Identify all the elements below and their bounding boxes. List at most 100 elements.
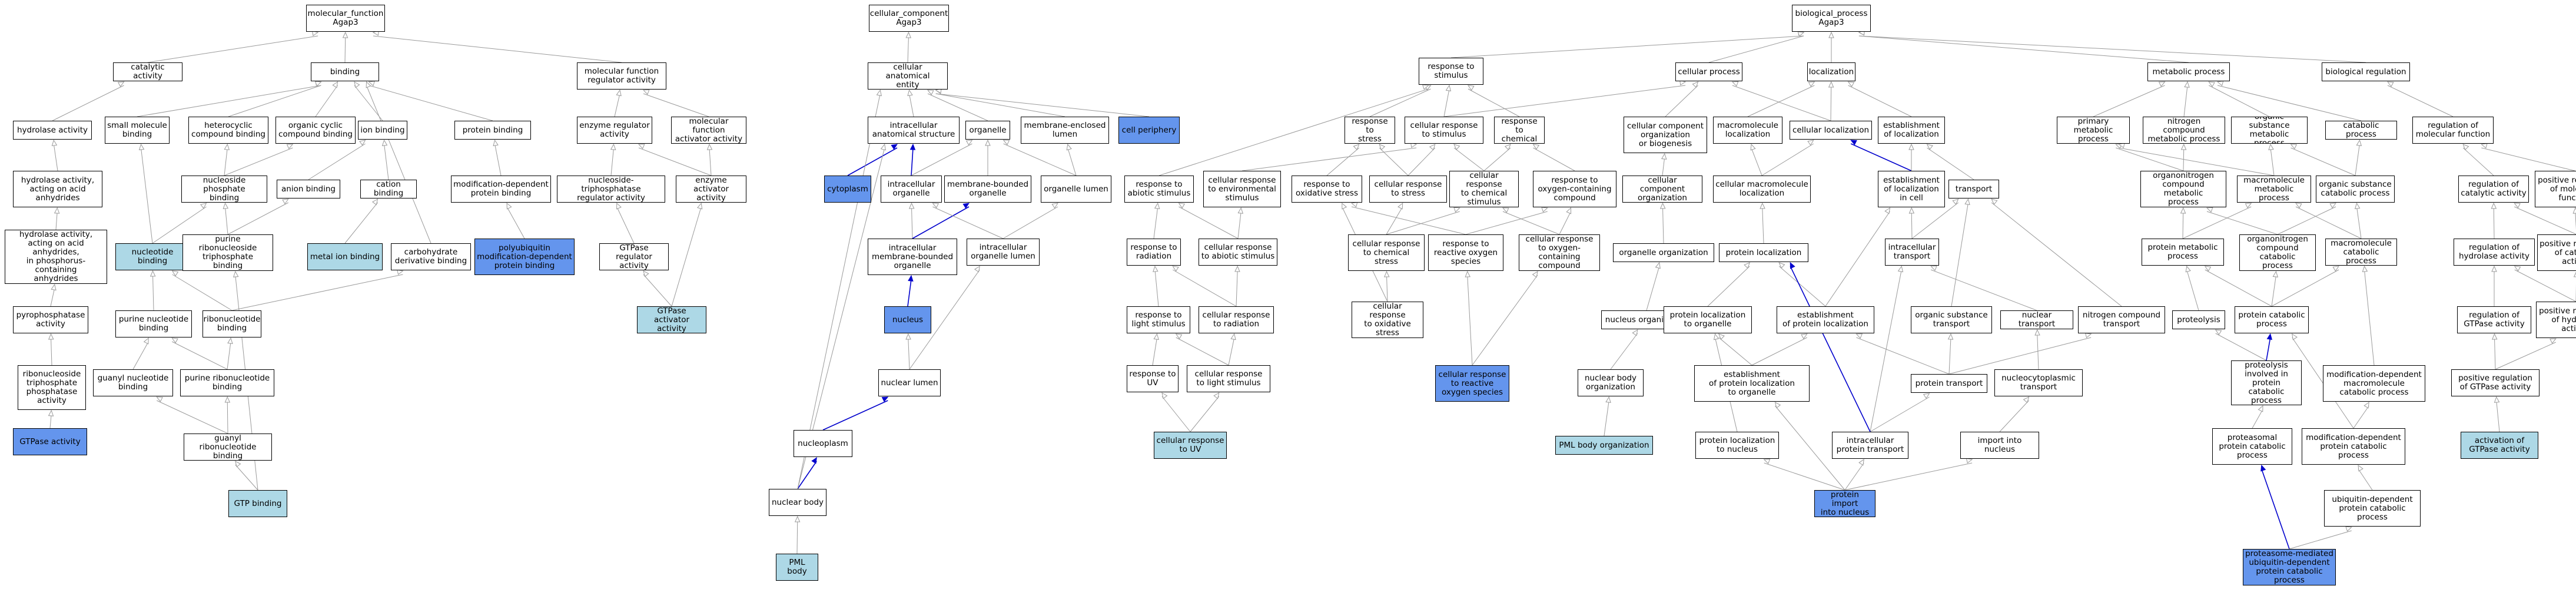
go-term-node-carbo[interactable]: carbohydrate derivative binding: [391, 243, 471, 270]
go-term-node-macro-metab[interactable]: macromolecule metabolic process: [2237, 176, 2311, 203]
go-term-node-cco-bio[interactable]: cellular component organization or bioge…: [1624, 117, 1707, 153]
go-term-node-ntp-reg[interactable]: nucleoside-triphosphatase regulator acti…: [557, 176, 665, 203]
go-term-node-org-org[interactable]: organelle organization: [1613, 243, 1714, 262]
go-term-node-est-loc[interactable]: establishment of localization: [1878, 117, 1945, 144]
go-term-node-resp-oxy[interactable]: response to oxygen-containing compound: [1533, 171, 1616, 207]
go-term-node-ubiq-dep[interactable]: ubiquitin-dependent protein catabolic pr…: [2324, 490, 2421, 527]
go-term-node-transport[interactable]: transport: [1948, 180, 1999, 198]
go-term-node-imbo[interactable]: intracellular membrane-bounded organelle: [868, 239, 957, 275]
go-term-node-hydrolase[interactable]: hydrolase activity: [13, 121, 92, 140]
go-term-node-anion[interactable]: anion binding: [277, 180, 340, 198]
go-term-node-act-gtpase[interactable]: activation of GTPase activity: [2461, 432, 2538, 459]
go-term-node-purine-ribo[interactable]: purine ribonucleotide binding: [180, 369, 274, 396]
go-term-node-metab[interactable]: metabolic process: [2147, 62, 2230, 81]
go-term-node-gtp[interactable]: GTP binding: [228, 490, 287, 517]
go-term-node-cell-periph[interactable]: cell periphery: [1118, 117, 1180, 144]
go-term-node-resp-ros[interactable]: response to reactive oxygen species: [1428, 234, 1503, 271]
go-term-node-cell-resp-light[interactable]: cellular response to light stimulus: [1187, 365, 1270, 392]
go-term-node-ias[interactable]: intracellular anatomical structure: [868, 117, 960, 144]
go-term-node-reg-gtpase[interactable]: regulation of GTPase activity: [2457, 306, 2531, 333]
go-term-node-cytoplasm[interactable]: cytoplasm: [824, 176, 871, 203]
go-term-node-rntp[interactable]: ribonucleoside triphosphate phosphatase …: [18, 365, 86, 410]
go-term-node-prot-import[interactable]: protein import into nucleus: [1814, 490, 1875, 517]
go-term-node-pml-org[interactable]: PML body organization: [1555, 436, 1653, 455]
go-term-node-mod-dep-macro[interactable]: modification-dependent macromolecule cat…: [2323, 365, 2425, 402]
go-term-node-prim-metab[interactable]: primary metabolic process: [2057, 117, 2130, 144]
go-term-node-mod-dep[interactable]: modification-dependent protein binding: [451, 176, 551, 203]
go-term-node-prot-loc-org[interactable]: protein localization to organelle: [1664, 306, 1752, 333]
go-term-node-enz-reg[interactable]: enzyme regulator activity: [577, 117, 652, 144]
go-term-node-resp-stress[interactable]: response to stress: [1345, 117, 1395, 144]
go-term-node-cml[interactable]: cellular macromolecule localization: [1713, 176, 1811, 203]
go-term-node-est-prot-org[interactable]: establishment of protein localization to…: [1694, 365, 1810, 402]
go-term-node-cell-resp-ros[interactable]: cellular response to reactive oxygen spe…: [1435, 365, 1509, 402]
go-term-node-cell-resp-env[interactable]: cellular response to environmental stimu…: [1203, 171, 1281, 207]
go-term-node-cco[interactable]: cellular component organization: [1622, 176, 1702, 203]
go-term-node-proteolysis[interactable]: proteolysis: [2172, 310, 2225, 329]
go-term-node-org-lumen[interactable]: organelle lumen: [1041, 176, 1111, 203]
go-term-node-purine-nt[interactable]: purine nucleotide binding: [115, 310, 192, 337]
go-term-node-catalytic[interactable]: catalytic activity: [113, 62, 182, 81]
go-term-node-hydro-phos[interactable]: hydrolase activity, acting on acid anhyd…: [5, 230, 107, 284]
go-term-node-bp-root[interactable]: biological_process Agap3: [1792, 5, 1871, 32]
go-term-node-polyubiq[interactable]: polyubiquitin modification-dependent pro…: [474, 239, 575, 275]
go-term-node-nb-org[interactable]: nuclear body organization: [1578, 369, 1644, 396]
go-term-node-nitro-metab[interactable]: nitrogen compound metabolic process: [2143, 117, 2225, 144]
go-term-node-guanyl-ribo[interactable]: guanyl ribonucleotide binding: [184, 434, 272, 461]
go-term-node-org-sub-catab[interactable]: organic substance catabolic process: [2316, 176, 2395, 203]
go-term-node-nitro-trans[interactable]: nitrogen compound transport: [2078, 306, 2165, 333]
go-term-node-small-mol[interactable]: small molecule binding: [105, 117, 170, 144]
go-term-node-mod-dep-prot[interactable]: modification-dependent protein catabolic…: [2302, 428, 2405, 465]
go-term-node-prot-trans[interactable]: protein transport: [1911, 374, 1987, 393]
go-term-node-ncp-trans[interactable]: nucleocytoplasmic transport: [1994, 369, 2083, 396]
go-term-node-enz-act[interactable]: enzyme activator activity: [676, 176, 746, 203]
go-term-node-import-nuc[interactable]: import into nucleus: [1960, 432, 2039, 459]
go-term-node-guanyl-nt[interactable]: guanyl nucleotide binding: [93, 369, 173, 396]
go-term-node-organelle[interactable]: organelle: [965, 121, 1010, 140]
go-term-node-resp-uv[interactable]: response to UV: [1127, 365, 1179, 392]
go-term-node-org-sub-trans[interactable]: organic substance transport: [1911, 306, 1992, 333]
go-term-node-protein-bind[interactable]: protein binding: [454, 121, 531, 140]
go-term-node-cell-loc[interactable]: cellular localization: [1790, 121, 1872, 140]
go-term-node-metal-ion[interactable]: metal ion binding: [307, 243, 383, 270]
go-term-node-cell-resp-uv[interactable]: cellular response to UV: [1154, 432, 1227, 459]
go-term-node-resp-abiotic[interactable]: response to abiotic stimulus: [1124, 176, 1194, 203]
go-term-node-organonitro[interactable]: organonitrogen compound metabolic proces…: [2140, 171, 2226, 207]
go-term-node-pos-reg-mf[interactable]: positive regulation of molecular functio…: [2535, 171, 2576, 207]
go-term-node-est-prot-loc[interactable]: establishment of protein localization: [1777, 306, 1874, 333]
go-term-node-gtpase-reg[interactable]: GTPase regulator activity: [599, 243, 669, 270]
go-term-node-heterocyclic[interactable]: heterocyclic compound binding: [188, 117, 268, 144]
go-term-node-cell-resp-stress[interactable]: cellular response to stress: [1369, 176, 1447, 203]
go-term-node-localization[interactable]: localization: [1807, 62, 1855, 81]
go-term-node-nuc-phos[interactable]: nucleoside phosphate binding: [181, 176, 267, 203]
go-term-node-mf-root[interactable]: molecular_function Agap3: [306, 5, 385, 32]
go-term-node-pos-reg-hydro[interactable]: positive regulation of hydrolase activit…: [2536, 302, 2576, 338]
go-term-node-pyrophos[interactable]: pyrophosphatase activity: [13, 306, 88, 333]
go-term-node-resp-ox[interactable]: response to oxidative stress: [1292, 176, 1362, 203]
go-term-node-cae[interactable]: cellular anatomical entity: [868, 62, 948, 90]
go-term-node-org-sub-metab[interactable]: organic substance metabolic process: [2231, 117, 2308, 144]
go-term-node-intra-org[interactable]: intracellular organelle: [881, 176, 942, 203]
go-term-node-nuc-lumen[interactable]: nuclear lumen: [878, 369, 941, 396]
go-term-node-organonitro-catab[interactable]: organonitrogen compound catabolic proces…: [2239, 234, 2316, 271]
go-term-node-prot-metab[interactable]: protein metabolic process: [2142, 239, 2224, 266]
go-term-node-prot-loc[interactable]: protein localization: [1719, 243, 1808, 262]
go-term-node-ion-bind[interactable]: ion binding: [358, 121, 407, 140]
go-term-node-resp-rad[interactable]: response to radiation: [1127, 239, 1181, 266]
go-term-node-cell-resp-stim[interactable]: cellular response to stimulus: [1405, 117, 1483, 144]
go-term-node-macro-catab[interactable]: macromolecule catabolic process: [2325, 239, 2397, 266]
go-term-node-reg-cat[interactable]: regulation of catalytic activity: [2458, 176, 2529, 203]
go-term-node-mbo[interactable]: membrane-bounded organelle: [944, 176, 1031, 203]
go-term-node-cell-resp-ox[interactable]: cellular response to oxidative stress: [1352, 302, 1423, 338]
go-term-node-mf-act[interactable]: molecular function activator activity: [671, 117, 746, 144]
go-term-node-pos-reg-cat[interactable]: positive regulation of catalytic activit…: [2537, 234, 2576, 271]
go-term-node-iol[interactable]: intracellular organelle lumen: [967, 239, 1040, 266]
go-term-node-mf-reg[interactable]: molecular function regulator activity: [577, 62, 666, 90]
go-term-node-nuc-trans[interactable]: nuclear transport: [2000, 310, 2073, 329]
go-term-node-macro-loc[interactable]: macromolecule localization: [1713, 117, 1782, 144]
go-term-node-purine-rnt[interactable]: purine ribonucleoside triphosphate bindi…: [182, 234, 273, 271]
go-term-node-cell-resp-chem-stim[interactable]: cellular response to chemical stimulus: [1449, 171, 1519, 207]
go-term-node-nucleoplasm[interactable]: nucleoplasm: [794, 430, 852, 457]
go-term-node-est-loc-cell[interactable]: establishment of localization in cell: [1878, 171, 1945, 207]
go-term-node-pml-body[interactable]: PML body: [776, 554, 818, 581]
